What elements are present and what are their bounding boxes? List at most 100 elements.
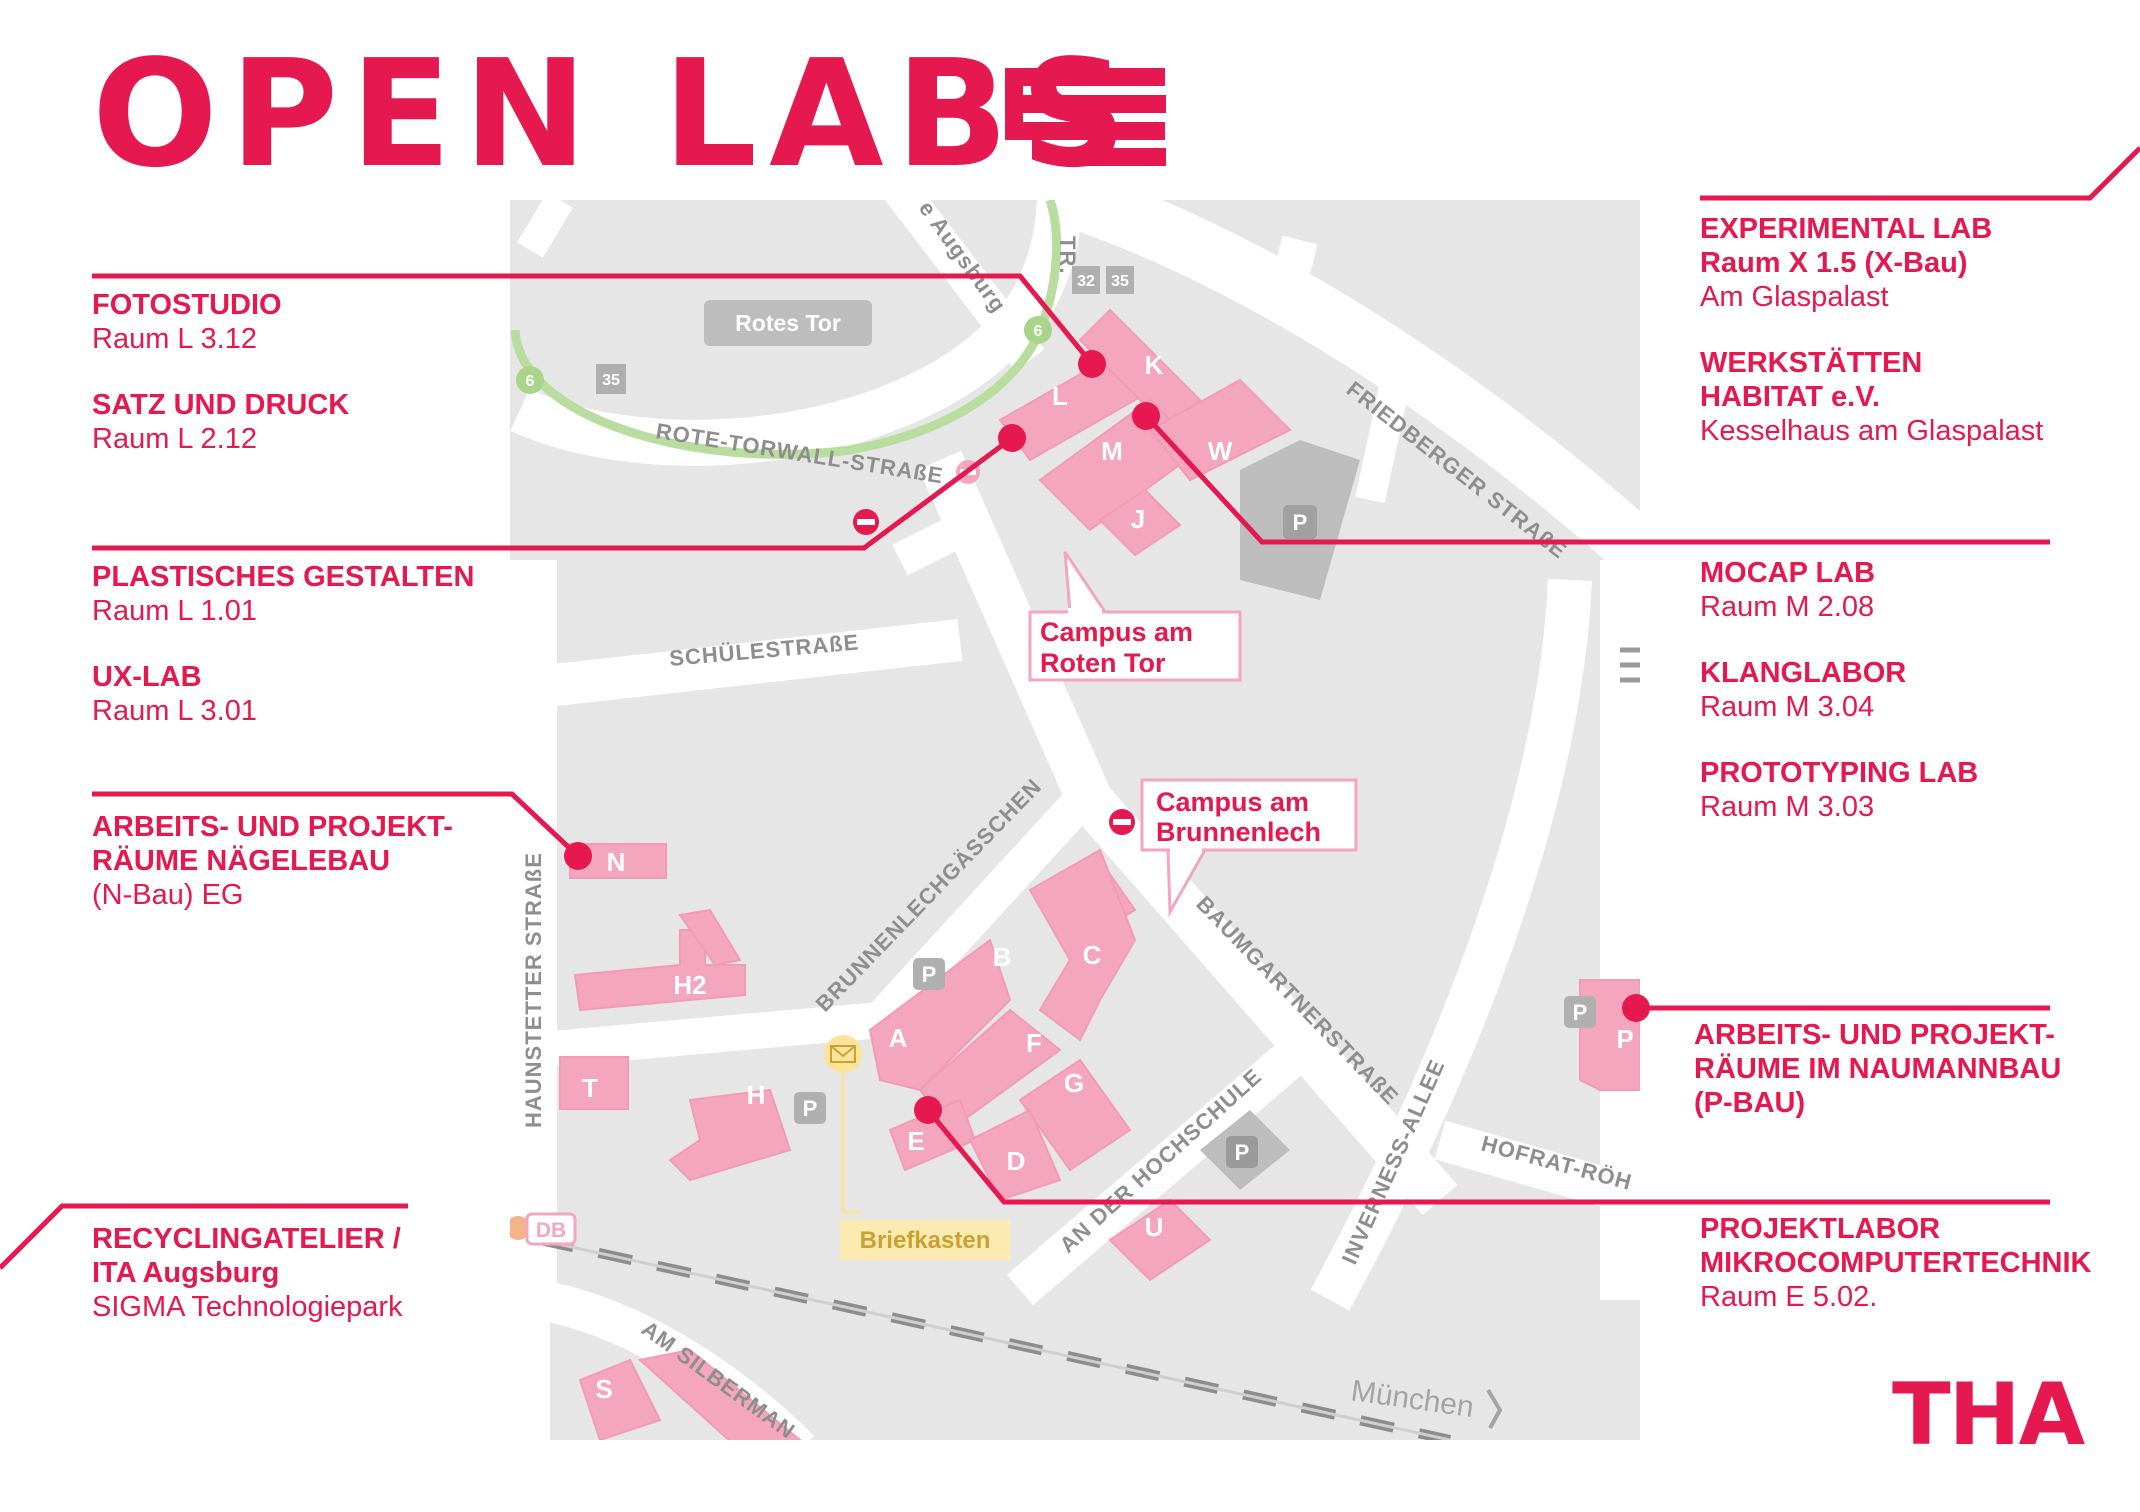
dot-mocap	[1132, 402, 1160, 430]
tha-logo: THA	[1892, 1365, 2085, 1465]
parking-badge-1	[1283, 505, 1317, 539]
label-sub: Raum M 3.04	[1700, 691, 1875, 723]
building-letter-c: C	[1083, 940, 1102, 970]
parking-badge-4	[1226, 1136, 1258, 1168]
page-title: OPEN LABS	[92, 28, 1140, 200]
brand-lines-icon	[1005, 68, 1166, 166]
label-title: EXPERIMENTAL LAB	[1700, 213, 1993, 245]
label-sub: Raum M 2.08	[1700, 591, 1875, 623]
street-haunstetter: HAUNSTETTER STRAßE	[521, 852, 546, 1128]
label-plastisches: PLASTISCHES GESTALTEN Raum L 1.01 UX-LAB…	[92, 560, 474, 728]
briefkasten-box	[840, 1220, 1010, 1260]
building-h2-wing	[678, 908, 742, 967]
parking-badge-1-label: P	[1293, 510, 1308, 535]
label-title: PLASTISCHES GESTALTEN	[92, 561, 475, 593]
route-badge-32-label: 32	[1077, 273, 1095, 290]
tram-badge-6b	[516, 366, 544, 394]
label-title: ARBEITS- UND PROJEKT-	[92, 811, 453, 843]
building-letter-m: M	[1101, 436, 1123, 466]
location-dots	[564, 350, 1650, 1124]
parking-badge-3	[794, 1092, 826, 1124]
leader-experimental	[1700, 146, 2140, 201]
dot-fotostudio	[1078, 350, 1106, 378]
dot-naegelebau	[564, 842, 592, 870]
parking-badge-2-label: P	[922, 962, 937, 987]
building-letter-w: W	[1208, 436, 1233, 466]
label-mocap: MOCAP LAB Raum M 2.08 KLANGLABOR Raum M …	[1700, 556, 1978, 824]
campus-brunnenlech-line1: Campus am	[1156, 787, 1309, 817]
leader-mocap	[1144, 414, 2050, 545]
label-title: WERKSTÄTTEN	[1700, 347, 1923, 379]
rotes-tor-label: Rotes Tor	[735, 310, 841, 336]
label-title: PROTOTYPING LAB	[1700, 757, 1979, 789]
label-sub: Raum L 2.12	[92, 423, 257, 455]
building-letter-u: U	[1145, 1212, 1164, 1242]
label-projektlabor: PROJEKTLABOR MIKROCOMPUTERTECHNIK Raum E…	[1700, 1212, 2092, 1314]
parking-badge-5	[1564, 996, 1596, 1028]
label-experimental: EXPERIMENTAL LAB Raum X 1.5 (X-Bau) Am G…	[1700, 212, 2043, 448]
label-sub: Kesselhaus am Glaspalast	[1700, 415, 2044, 447]
building-letter-p: P	[1616, 1024, 1633, 1054]
parking-badge-4-label: P	[1235, 1140, 1250, 1165]
campus-brunnenlech-callout: Campus am Brunnenlech	[1140, 778, 1358, 918]
building-h2	[573, 929, 746, 1012]
building-letter-b: B	[993, 942, 1012, 972]
label-title: SATZ UND DRUCK	[92, 389, 350, 421]
label-title-2: ITA Augsburg	[92, 1257, 280, 1289]
route-badge-32	[1072, 266, 1100, 294]
label-sub: Am Glaspalast	[1700, 281, 1889, 313]
label-title-2: MIKROCOMPUTERTECHNIK	[1700, 1247, 2092, 1279]
tram-badge-6b-label: 6	[526, 373, 535, 390]
dot-projektlabor	[914, 1096, 942, 1124]
building-letter-s: S	[595, 1374, 612, 1404]
building-d	[968, 1108, 1062, 1202]
label-sub: Raum L 3.01	[92, 695, 257, 727]
db-train-icon	[510, 1216, 530, 1240]
mailbox-leader	[841, 1073, 860, 1214]
building-letter-t: T	[582, 1073, 598, 1103]
building-j	[1098, 488, 1182, 557]
label-sub: Raum E 5.02.	[1700, 1281, 1878, 1313]
tram-badge-6a	[1024, 316, 1052, 344]
label-title-2: HABITAT e.V.	[1700, 381, 1880, 413]
route-badge-35b-label: 35	[602, 372, 620, 389]
label-title: ARBEITS- UND PROJEKT-	[1694, 1019, 2055, 1051]
building-u	[1108, 1198, 1212, 1282]
building-letter-e: E	[907, 1126, 924, 1156]
db-logo-icon	[525, 1212, 577, 1246]
tram-crossing	[1620, 647, 1640, 683]
building-letter-a: A	[889, 1023, 908, 1053]
building-h	[668, 1088, 792, 1182]
building-s2	[637, 1348, 803, 1440]
building-letter-g: G	[1064, 1068, 1084, 1098]
mailbox-icon	[824, 1035, 862, 1073]
label-sub: Raum M 3.03	[1700, 791, 1875, 823]
building-letter-f: F	[1026, 1028, 1042, 1058]
building-letter-n: N	[607, 847, 626, 877]
campus-roten-tor-callout: Campus am Roten Tor	[1028, 551, 1242, 682]
parking-badge-5-label: P	[1573, 1000, 1588, 1025]
map-area: Rotes Tor 32 35 35 6 6 P P P P P	[510, 200, 1640, 1440]
label-title: UX-LAB	[92, 661, 202, 693]
label-sub: (N-Bau) EG	[92, 879, 244, 911]
street-tr: TR.	[1055, 236, 1080, 274]
leader-lines	[0, 146, 2140, 1270]
building-letter-h2: H2	[673, 970, 706, 1000]
dot-plastisches	[998, 424, 1026, 452]
label-title: PROJEKTLABOR	[1700, 1213, 1941, 1245]
leader-recycling	[0, 1203, 408, 1270]
leader-naegelebau	[92, 791, 580, 858]
label-recycling: RECYCLINGATELIER / ITA Augsburg SIGMA Te…	[92, 1222, 403, 1324]
label-naumannbau: ARBEITS- UND PROJEKT- RÄUME IM NAUMANNBA…	[1694, 1018, 2061, 1120]
building-letter-d: D	[1007, 1146, 1026, 1176]
db-label: DB	[536, 1219, 566, 1242]
parking-badge-2	[913, 958, 945, 990]
label-naegelebau: ARBEITS- UND PROJEKT- RÄUME NÄGELEBAU (N…	[92, 810, 453, 912]
label-title: MOCAP LAB	[1700, 557, 1876, 589]
building-t	[559, 1056, 629, 1110]
label-title: KLANGLABOR	[1700, 657, 1907, 689]
label-sub: Raum L 1.01	[92, 595, 257, 627]
buildings	[559, 308, 1640, 1440]
campus-roten-tor-line1: Campus am	[1040, 617, 1193, 647]
